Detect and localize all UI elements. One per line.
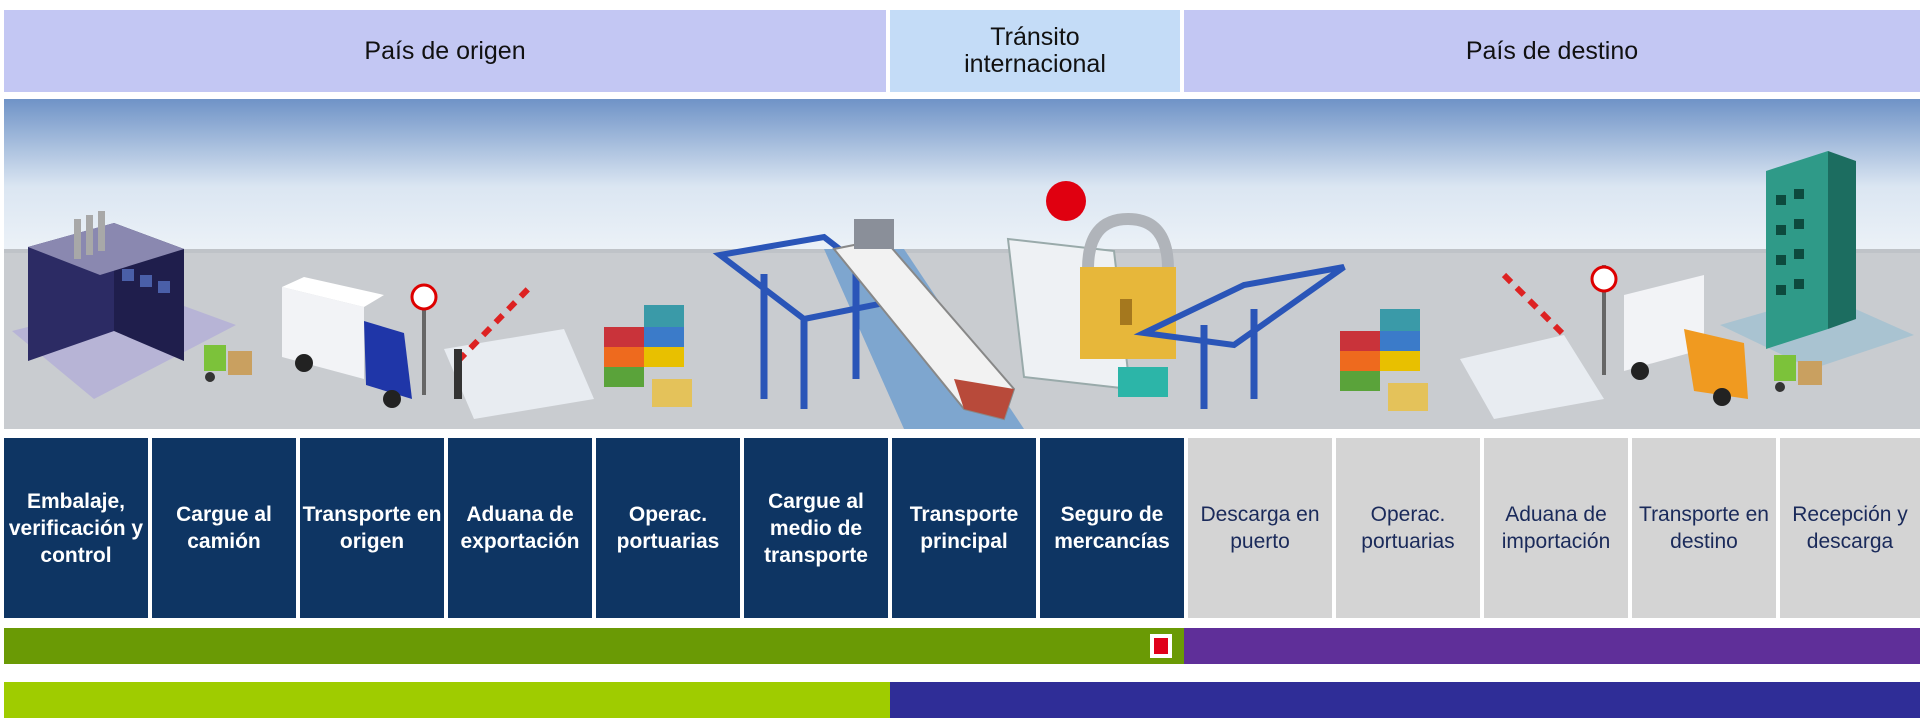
process-steps: Embalaje, verificación y control Cargue …: [0, 438, 1920, 618]
header-destination-country: País de destino: [1184, 10, 1920, 92]
forklift-icon: [1774, 355, 1822, 392]
step-label: Descarga en puerto: [1200, 503, 1320, 553]
header-origin-label: País de origen: [364, 36, 526, 65]
step-label: Transporte en destino: [1639, 503, 1769, 553]
step-label: Recepción y descarga: [1792, 503, 1908, 553]
header-origin-country: País de origen: [4, 10, 886, 92]
step-label: Operac. portuarias: [1361, 503, 1455, 553]
forklift-icon: [204, 345, 252, 382]
step-cargo-insurance: Seguro de mercancías: [1040, 438, 1184, 618]
customs-gate-icon: [410, 282, 594, 419]
origin-cost-bar: [4, 682, 890, 718]
step-truck-loading: Cargue al camión: [152, 438, 296, 618]
step-origin-transport: Transporte en origen: [300, 438, 444, 618]
step-port-operations: Operac. portuarias: [596, 438, 740, 618]
step-port-operations-destination: Operac. portuarias: [1336, 438, 1480, 618]
step-main-transport: Transporte principal: [892, 438, 1036, 618]
ship-icon: [832, 219, 1016, 421]
buyer-responsibility-bar: [1184, 628, 1920, 664]
step-import-customs: Aduana de importación: [1484, 438, 1628, 618]
header-international-transit: Tránsito internacional: [890, 10, 1180, 92]
step-label: Seguro de mercancías: [1054, 503, 1170, 553]
containers-icon: [604, 305, 692, 407]
step-export-customs: Aduana de exportación: [448, 438, 592, 618]
truck-icon: [1624, 275, 1748, 406]
step-packaging: Embalaje, verificación y control: [4, 438, 148, 618]
step-destination-transport: Transporte en destino: [1632, 438, 1776, 618]
step-label: Transporte principal: [909, 503, 1019, 553]
header-destination-label: País de destino: [1465, 36, 1639, 65]
risk-transfer-marker: [1150, 634, 1172, 658]
destination-cost-bar: [890, 682, 1920, 718]
truck-icon: [282, 277, 412, 408]
factory-icon: [12, 211, 236, 399]
header-transit-label: Tránsito internacional: [964, 23, 1106, 78]
seller-responsibility-bar: [4, 628, 1184, 664]
customs-gate-icon: [1460, 265, 1618, 419]
step-label: Operac. portuarias: [616, 503, 720, 553]
step-port-unloading: Descarga en puerto: [1188, 438, 1332, 618]
step-label: Aduana de exportación: [460, 503, 580, 553]
containers-icon: [1340, 309, 1428, 411]
office-building-icon: [1720, 151, 1914, 369]
crane-icon: [1133, 264, 1346, 409]
step-label: Cargue al camión: [176, 503, 272, 553]
step-label: Transporte en origen: [302, 503, 442, 553]
step-label: Aduana de importación: [1501, 503, 1611, 553]
step-main-transport-loading: Cargue al medio de transporte: [744, 438, 888, 618]
step-label: Embalaje, verificación y control: [8, 489, 144, 567]
step-label: Cargue al medio de transporte: [764, 489, 868, 567]
step-reception-unloading: Recepción y descarga: [1780, 438, 1920, 618]
insurance-lock-icon: [1006, 181, 1176, 397]
logistics-scene: [4, 99, 1920, 429]
